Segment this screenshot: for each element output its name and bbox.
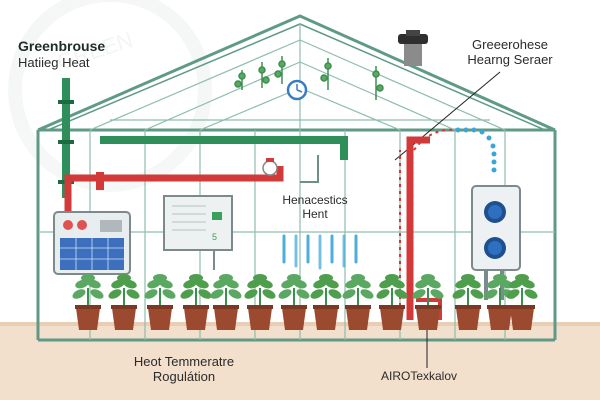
- plant-icon: [244, 274, 276, 330]
- label-top-right: Greeerohese Hearng Seraer: [450, 37, 570, 68]
- plant-icon: [342, 274, 374, 330]
- plant-icon: [72, 274, 104, 330]
- label-bottom-right: AIROTexkalov: [381, 369, 458, 383]
- thermostat-icon: [262, 158, 278, 176]
- label-bottom-left-line2: Rogulátion: [152, 368, 216, 384]
- chimney-icon: [398, 30, 428, 66]
- label-bottom-left-line1: Heot Temmeratre: [133, 354, 235, 369]
- plant-icon: [180, 274, 212, 330]
- plant-icon: [210, 274, 242, 330]
- solar-panel-icon: [53, 211, 131, 275]
- plant-icon: [506, 274, 538, 330]
- blue-dotted-pipe: [455, 127, 497, 173]
- roof-outline: [37, 14, 556, 132]
- plant-icon: [412, 274, 444, 330]
- hanging-plants: [234, 56, 384, 100]
- control-unit-icon: [471, 185, 521, 300]
- plant-row: [72, 274, 538, 330]
- plant-icon: [144, 274, 176, 330]
- plant-icon: [108, 274, 140, 330]
- diagram-title: Greenbrouse: [18, 38, 106, 54]
- plant-icon: [452, 274, 484, 330]
- red-pipe: [64, 166, 284, 220]
- control-panel-number: 5: [212, 232, 218, 242]
- label-middle-line1: Henacestics: [282, 193, 348, 207]
- control-box: [163, 195, 233, 270]
- label-bottom-left: Heot Temmeratre Rogulátion: [104, 354, 264, 385]
- label-middle: Henacestics Hent: [270, 193, 360, 222]
- diagram-subtitle: Hatiieg Heat: [18, 55, 90, 70]
- plant-icon: [310, 274, 342, 330]
- plant-icon: [484, 274, 516, 330]
- clock-icon: [286, 79, 308, 101]
- plant-icon: [278, 274, 310, 330]
- label-top-right-line1: Greeerohese: [472, 37, 548, 52]
- coolant-mist: [282, 234, 358, 270]
- label-top-right-line2: Hearng Seraer: [467, 51, 553, 67]
- label-middle-line2: Hent: [302, 206, 328, 221]
- duct-line: [300, 155, 319, 183]
- plant-icon: [376, 274, 408, 330]
